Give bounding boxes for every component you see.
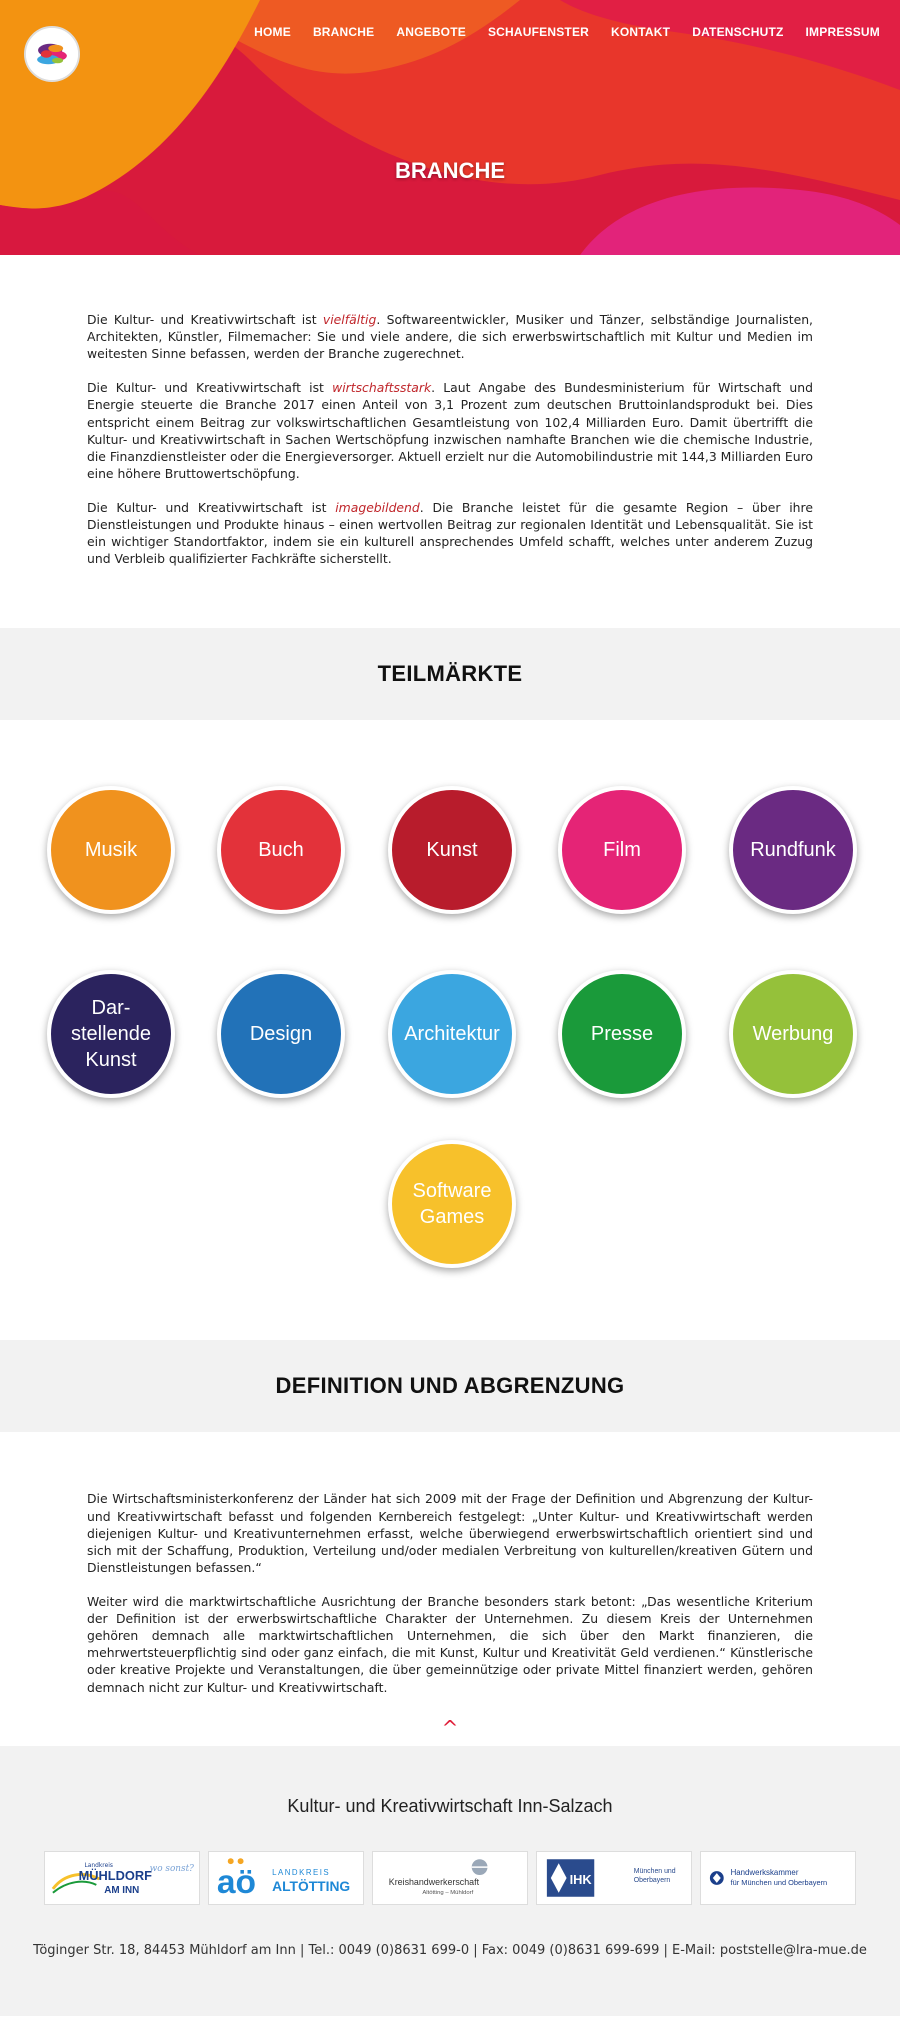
altoetting-small-label: LANDKREIS — [272, 1868, 330, 1877]
logo-graphic — [26, 28, 78, 80]
intro-p1-text-start: Die Kultur- und Kreativwirtschaft ist — [87, 312, 323, 327]
market-kunst[interactable]: Kunst — [388, 786, 516, 915]
market-label: Buch — [258, 839, 304, 862]
hwk-line-2: für München und Oberbayern — [731, 1878, 828, 1887]
muehldorf-small-label: Landkreis — [84, 1863, 112, 1869]
definition-paragraph-2: Weiter wird die marktwirtschaftliche Aus… — [87, 1593, 813, 1695]
page-title: BRANCHE — [395, 158, 505, 183]
kreishandwerkerschaft-sub: Altötting – Mühldorf — [422, 1889, 473, 1895]
nav-branche[interactable]: BRANCHE — [312, 25, 375, 39]
market-label: Software — [412, 1180, 492, 1203]
market-film[interactable]: Film — [558, 786, 686, 915]
hwk-logo-graphic: Handwerkskammer für München und Oberbaye… — [709, 1868, 828, 1887]
altoetting-mark: aö — [217, 1863, 256, 1900]
nav-datenschutz[interactable]: DATENSCHUTZ — [692, 25, 784, 39]
intro-p2-highlight: wirtschaftsstark — [332, 380, 432, 396]
teilmaerkte-grid: Musik Buch Kunst Film Rundfunk Dar-stell… — [0, 720, 900, 1340]
definition-heading-band: DEFINITION UND ABGRENZUNG — [0, 1340, 900, 1433]
market-label: Werbung — [752, 1023, 834, 1046]
intro-section: Die Kultur- und Kreativwirtschaft ist vi… — [87, 255, 813, 628]
nav-home[interactable]: HOME — [254, 25, 291, 39]
footer-title: Kultur- und Kreativwirtschaft Inn-Salzac… — [287, 1795, 613, 1816]
partner-logo-hwk[interactable]: Handwerkskammer für München und Oberbaye… — [700, 1850, 856, 1905]
market-label: Kunst — [426, 839, 478, 862]
market-label: Rundfunk — [750, 839, 836, 862]
nav-angebote[interactable]: ANGEBOTE — [396, 25, 466, 39]
back-to-top-button[interactable]: ^ — [429, 1709, 471, 1746]
partner-logos: Landkreis MÜHLDORF AM INN wo sonst? aö L… — [0, 1850, 900, 1905]
hwk-line-1: Handwerkskammer — [731, 1868, 799, 1877]
market-label: Architektur — [404, 1023, 500, 1046]
ihk-line-2: Oberbayern — [634, 1877, 671, 1884]
hero-header: HOME BRANCHE ANGEBOTE SCHAUFENSTER KONTA… — [0, 0, 900, 255]
intro-p1-text-end: . Softwareentwickler, Musiker und Tänzer… — [87, 312, 813, 362]
nav-schaufenster[interactable]: SCHAUFENSTER — [487, 25, 590, 39]
intro-p2-text-start: Die Kultur- und Kreativwirtschaft ist — [87, 380, 333, 396]
market-rundfunk[interactable]: Rundfunk — [729, 786, 857, 915]
definition-section: Die Wirtschaftsministerkonferenz der Län… — [87, 1432, 813, 1745]
market-musik[interactable]: Musik — [47, 786, 175, 915]
market-label: Film — [603, 839, 641, 862]
market-label: Design — [249, 1023, 313, 1046]
partner-logo-altoetting[interactable]: aö LANDKREIS ALTÖTTING — [208, 1850, 364, 1905]
partner-logo-ihk[interactable]: IHK München und Oberbayern — [536, 1850, 692, 1905]
intro-p2-text-end: . Laut Angabe des Bundesministerium für … — [87, 380, 813, 481]
ihk-mark: IHK — [570, 1872, 593, 1887]
market-design[interactable]: Design — [217, 970, 345, 1099]
main-navigation: HOME BRANCHE ANGEBOTE SCHAUFENSTER KONTA… — [254, 25, 880, 39]
teilmaerkte-heading: TEILMÄRKTE — [377, 661, 523, 687]
nav-kontakt[interactable]: KONTAKT — [611, 25, 671, 39]
muehldorf-slogan: wo sonst? — [150, 1864, 194, 1874]
market-label: Kunst — [85, 1049, 137, 1072]
intro-paragraph-3: Die Kultur- und Kreativwirtschaft ist im… — [87, 499, 813, 567]
site-footer: Kultur- und Kreativwirtschaft Inn-Salzac… — [0, 1745, 900, 2016]
kreishandwerkerschaft-name: Kreishandwerkerschaft — [389, 1877, 480, 1887]
muehldorf-name: MÜHLDORF — [79, 1868, 153, 1883]
altoetting-logo-graphic: aö LANDKREIS ALTÖTTING — [217, 1857, 350, 1900]
market-presse[interactable]: Presse — [558, 970, 686, 1099]
muehldorf-sub: AM INN — [104, 1884, 139, 1895]
market-buch[interactable]: Buch — [217, 786, 345, 915]
definition-paragraph-1: Die Wirtschaftsministerkonferenz der Län… — [87, 1491, 813, 1575]
market-label: Musik — [84, 839, 138, 862]
market-label: Dar- — [91, 997, 131, 1020]
intro-p1-highlight: vielfältig — [322, 312, 377, 327]
intro-paragraph-2: Die Kultur- und Kreativwirtschaft ist wi… — [87, 379, 813, 482]
partner-logo-kreishandwerkerschaft[interactable]: Kreishandwerkerschaft Altötting – Mühldo… — [372, 1850, 528, 1905]
site-logo[interactable] — [24, 26, 80, 82]
ihk-logo-graphic: IHK München und Oberbayern — [546, 1858, 676, 1897]
teilmaerkte-heading-band: TEILMÄRKTE — [0, 628, 900, 721]
market-werbung[interactable]: Werbung — [729, 970, 857, 1099]
intro-p3-text-start: Die Kultur- und Kreativwirtschaft ist — [87, 499, 336, 515]
intro-paragraph-1: Die Kultur- und Kreativwirtschaft ist vi… — [87, 311, 813, 362]
market-label: Games — [419, 1206, 485, 1229]
altoetting-name: ALTÖTTING — [272, 1877, 350, 1893]
kreishandwerkerschaft-logo-graphic: Kreishandwerkerschaft Altötting – Mühldo… — [389, 1858, 488, 1895]
partner-logo-muehldorf[interactable]: Landkreis MÜHLDORF AM INN wo sonst? — [44, 1850, 200, 1905]
nav-impressum[interactable]: IMPRESSUM — [805, 25, 880, 39]
market-label: Presse — [590, 1023, 654, 1046]
definition-heading: DEFINITION UND ABGRENZUNG — [275, 1373, 625, 1399]
ihk-line-1: München und — [634, 1868, 676, 1875]
muehldorf-logo-graphic: Landkreis MÜHLDORF AM INN wo sonst? — [51, 1863, 194, 1895]
market-label: stellende — [70, 1023, 152, 1046]
intro-p3-highlight: imagebildend — [335, 499, 420, 515]
market-architektur[interactable]: Architektur — [388, 970, 516, 1099]
intro-p3-text-end: . Die Branche leistet für die gesamte Re… — [87, 499, 813, 567]
footer-address: Töginger Str. 18, 84453 Mühldorf am Inn … — [33, 1942, 867, 1958]
